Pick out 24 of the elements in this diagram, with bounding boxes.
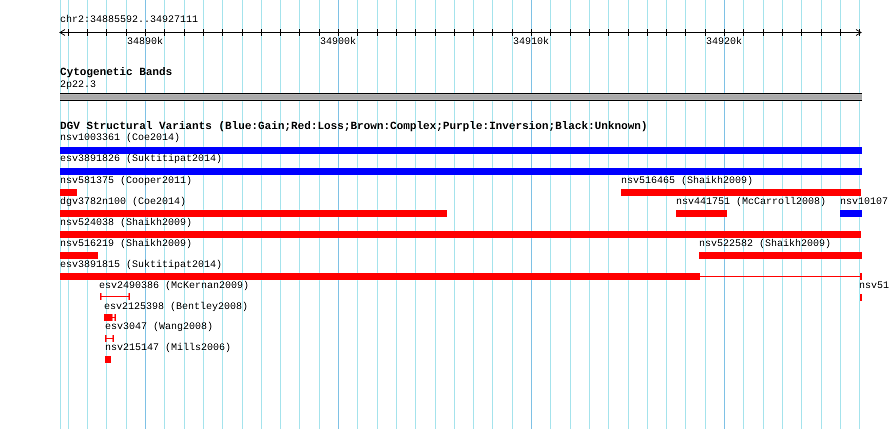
variant-label: nsv516219 (Shaikh2009) (60, 239, 192, 251)
tick-label: 34890k (127, 37, 164, 49)
variant-label: nsv441751 (McCarroll2008) (676, 197, 826, 209)
variant-label: esv2125398 (Bentley2008) (104, 302, 248, 314)
variant-label: esv3891815 (Suktitipat2014) (60, 260, 222, 272)
variant-label: nsv1003361 (Coe2014) (60, 133, 180, 145)
tick-label: 34900k (320, 37, 356, 49)
band-label: 2p22.3 (60, 80, 96, 92)
variant-label: nsv51 (859, 281, 890, 293)
variant-label: esv3047 (Wang2008) (105, 322, 214, 334)
variant-label: nsv522582 (Shaikh2009) (699, 239, 832, 251)
region-coordinates: chr2:34885592..34927111 (60, 15, 198, 27)
variant-label: nsv581375 (Cooper2011) (60, 176, 192, 188)
variant-label: esv3891826 (Suktitipat2014) (60, 154, 222, 166)
variant-label: nsv524038 (Shaikh2009) (60, 218, 192, 230)
tick-label: 34920k (706, 37, 742, 49)
variant-label: dgv3782n100 (Coe2014) (60, 197, 186, 209)
tick-label: 34910k (513, 37, 550, 49)
variant-label: esv2490386 (McKernan2009) (99, 281, 250, 293)
variant-label: nsv10107 (840, 197, 888, 209)
variant-label: nsv516465 (Shaikh2009) (621, 176, 754, 188)
track-title: Cytogenetic Bands (60, 67, 172, 79)
track-title: DGV Structural Variants (Blue:Gain;Red:Loss;Brown:Complex;Purple:Inversion;Black:Unknown) (60, 121, 648, 133)
variant-label: nsv215147 (Mills2006) (105, 343, 232, 355)
